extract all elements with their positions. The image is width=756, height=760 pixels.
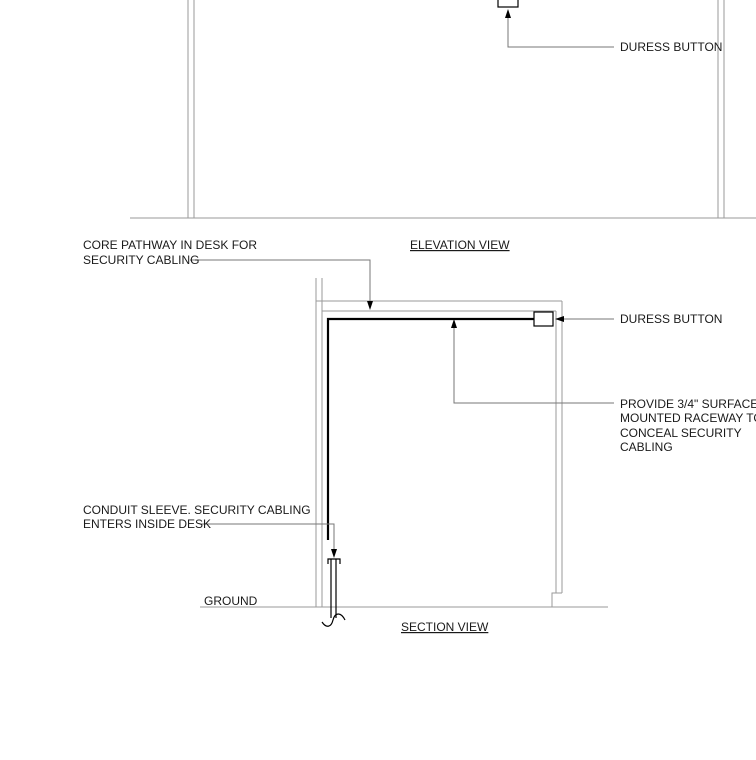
elevation-duress-arrowhead <box>505 9 511 18</box>
section-ground-label: GROUND <box>204 594 258 608</box>
raceway-label-line3: CONCEAL SECURITY <box>620 426 742 440</box>
elevation-view: DURESS BUTTON ELEVATION VIEW <box>130 0 756 252</box>
conduit-sleeve-leader <box>200 523 335 552</box>
core-pathway-arrowhead <box>367 301 373 310</box>
section-view-title: SECTION VIEW <box>401 620 489 634</box>
section-duress-label: DURESS BUTTON <box>620 312 722 326</box>
elevation-view-title: ELEVATION VIEW <box>410 238 510 252</box>
conduit-sleeve-arrowhead <box>331 549 337 558</box>
section-security-cable <box>326 317 534 540</box>
raceway-label-line1: PROVIDE 3/4" SURFACE <box>620 397 756 411</box>
section-duress-arrowhead <box>555 316 564 322</box>
raceway-arrowhead <box>451 319 457 328</box>
elevation-duress-label: DURESS BUTTON <box>620 40 722 54</box>
raceway-label-line4: CABLING <box>620 440 673 454</box>
section-view: GROUND DURESS BUTTON CORE PATHWAY IN DES… <box>83 238 756 634</box>
section-toe-kick <box>551 592 562 607</box>
core-pathway-label-line2: SECURITY CABLING <box>83 253 199 267</box>
conduit-sleeve-cap <box>327 558 341 564</box>
core-pathway-leader <box>190 259 371 303</box>
conduit-break-symbol <box>321 613 346 627</box>
conduit-sleeve-label-line1: CONDUIT SLEEVE. SECURITY CABLING <box>83 503 311 517</box>
raceway-leader <box>453 326 614 404</box>
conduit-sleeve-label-line2: ENTERS INSIDE DESK <box>83 517 211 531</box>
raceway-label-line2: MOUNTED RACEWAY TO <box>620 411 756 425</box>
section-duress-button <box>533 311 554 327</box>
elevation-duress-leader <box>507 16 614 48</box>
elevation-duress-button <box>497 0 519 8</box>
core-pathway-label-line1: CORE PATHWAY IN DESK FOR <box>83 238 257 252</box>
